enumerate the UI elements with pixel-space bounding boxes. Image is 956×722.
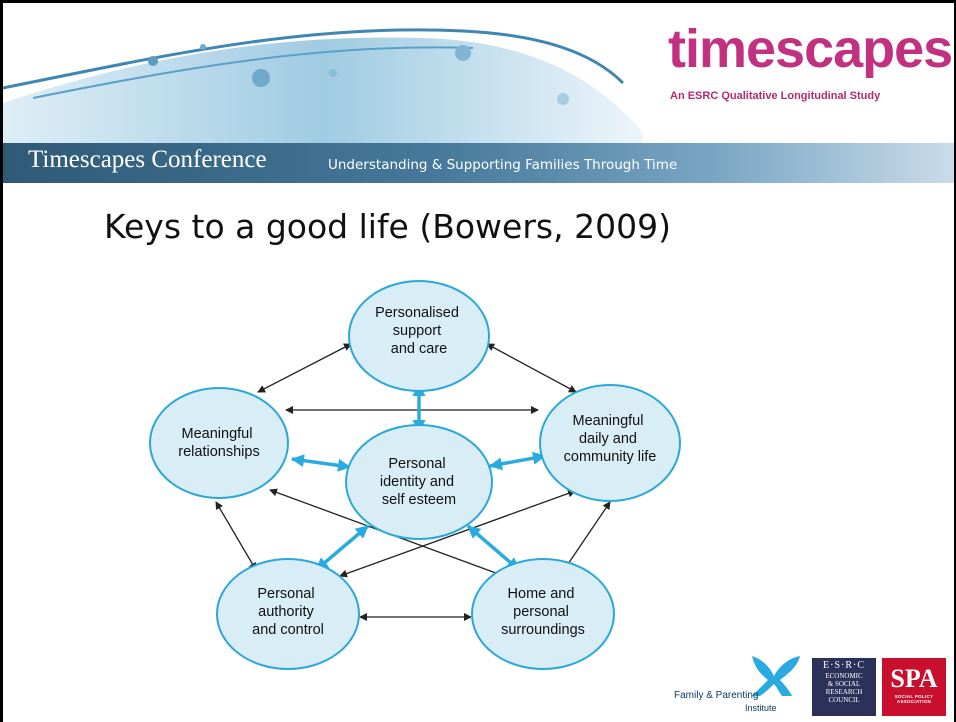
conference-subtitle: Understanding & Supporting Families Thro… bbox=[328, 157, 678, 173]
brand-tagline: An ESRC Qualitative Longitudinal Study bbox=[670, 90, 881, 102]
node-home-line2: personal bbox=[513, 604, 569, 620]
svg-text:Home and personal: Home and personal surroundings bbox=[501, 586, 585, 638]
node-support-line2: support bbox=[393, 323, 441, 339]
svg-text:Meaningful relationshi: Meaningful relationships bbox=[178, 426, 259, 460]
node-relationships-line1: Meaningful bbox=[182, 426, 253, 442]
node-authority-line1: Personal bbox=[257, 586, 314, 602]
center-connectors bbox=[291, 383, 546, 572]
svg-text:Meaningful daily and: Meaningful daily and community life bbox=[564, 413, 657, 465]
node-community-line2: daily and bbox=[579, 431, 637, 447]
svg-text:Personal identity and: Personal identity and self esteem bbox=[380, 456, 458, 508]
family-parenting-institute-text: Institute bbox=[745, 703, 777, 713]
svg-text:Personal authority: Personal authority and control bbox=[252, 586, 324, 638]
keys-diagram: Personalised support and care Meaningful… bbox=[149, 280, 681, 670]
node-personalised-support: Personalised support and care bbox=[348, 280, 490, 392]
node-personal-identity: Personal identity and self esteem bbox=[345, 424, 493, 540]
frame-right bbox=[954, 0, 956, 722]
svg-text:Personalised support: Personalised support and care bbox=[375, 305, 463, 357]
node-community-line3: community life bbox=[564, 449, 657, 465]
node-home-line1: Home and bbox=[508, 586, 575, 602]
slide-title: Keys to a good life (Bowers, 2009) bbox=[104, 207, 671, 246]
node-relationships-line2: relationships bbox=[178, 444, 259, 460]
node-authority-line3: and control bbox=[252, 622, 324, 638]
node-meaningful-community: Meaningful daily and community life bbox=[539, 384, 681, 502]
wave-graphic bbox=[2, 28, 643, 143]
node-support-line3: and care bbox=[391, 341, 447, 357]
node-home-surroundings: Home and personal surroundings bbox=[471, 558, 615, 670]
family-parenting-text: Family & Parenting bbox=[674, 690, 759, 701]
node-support-line1: Personalised bbox=[375, 305, 459, 321]
conference-bar bbox=[3, 143, 954, 183]
node-home-line3: surroundings bbox=[501, 622, 585, 638]
frame-left bbox=[0, 0, 3, 722]
node-community-line1: Meaningful bbox=[573, 413, 644, 429]
node-meaningful-relationships: Meaningful relationships bbox=[149, 387, 289, 499]
node-authority-line2: authority bbox=[258, 604, 314, 620]
header-banner bbox=[2, 3, 954, 143]
node-personal-authority: Personal authority and control bbox=[216, 558, 360, 670]
esrc-logo: E·S·R·C ECONOMIC & SOCIAL RESEARCH COUNC… bbox=[812, 658, 876, 716]
node-identity-line2: identity and bbox=[380, 474, 454, 490]
brand-logo: timescapes bbox=[668, 19, 953, 79]
conference-title: Timescapes Conference bbox=[28, 146, 267, 173]
node-identity-line1: Personal bbox=[388, 456, 445, 472]
family-parenting-logo bbox=[752, 656, 800, 696]
frame-top bbox=[0, 0, 956, 3]
node-identity-line3: self esteem bbox=[382, 492, 456, 508]
spa-logo: SPA SOCIAL POLICY ASSOCIATION bbox=[882, 658, 946, 716]
